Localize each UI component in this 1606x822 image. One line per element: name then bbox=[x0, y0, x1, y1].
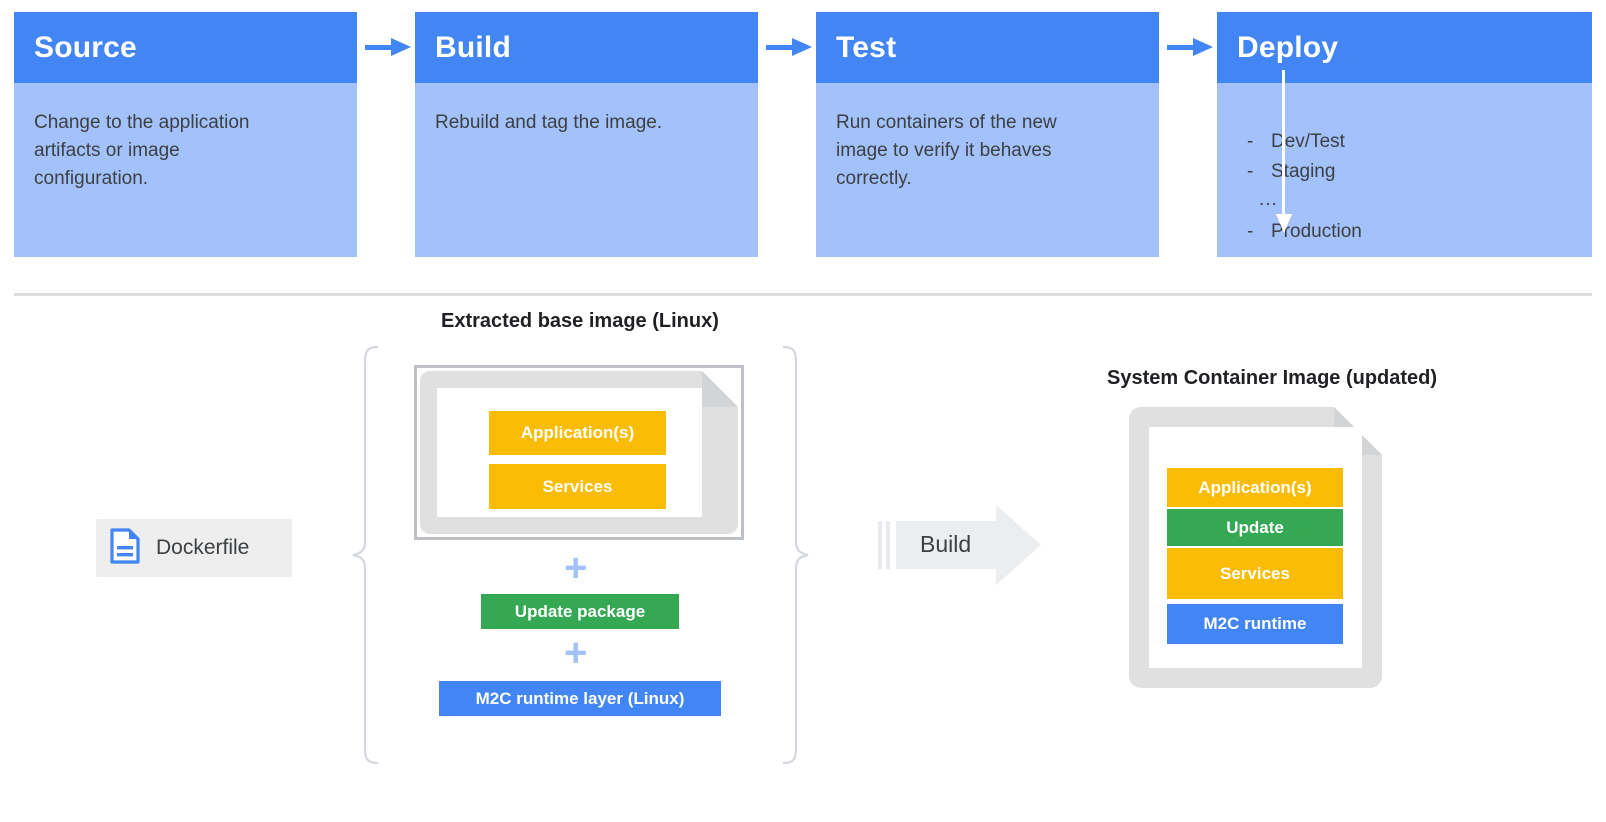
result-layer-m2c-runtime: M2C runtime bbox=[1167, 604, 1343, 644]
list-item-label: Staging bbox=[1271, 161, 1336, 182]
base-image-caption: Extracted base image (Linux) bbox=[441, 310, 719, 332]
arrow-right-icon bbox=[1167, 38, 1213, 57]
stage-title-build: Build bbox=[415, 12, 758, 83]
list-item: - Staging bbox=[1217, 157, 1592, 187]
stage-title-test: Test bbox=[816, 12, 1159, 83]
result-layer-update: Update bbox=[1167, 509, 1343, 546]
build-action-arrow: Build bbox=[878, 505, 1041, 585]
plus-symbol: + bbox=[564, 631, 588, 675]
pipeline-stage-build: Build Rebuild and tag the image. bbox=[415, 12, 758, 257]
dockerfile-chip: Dockerfile bbox=[96, 519, 292, 577]
layer-m2c-runtime: M2C runtime layer (Linux) bbox=[439, 681, 721, 716]
pipeline-stage-test: Test Run containers of the new image to … bbox=[816, 12, 1159, 257]
stage-title-source: Source bbox=[14, 12, 357, 83]
stage-body-line: configuration. bbox=[34, 168, 149, 189]
pipeline-stage-source: Source Change to the application artifac… bbox=[14, 12, 357, 257]
arrow-down-icon bbox=[1276, 70, 1292, 233]
stage-title-deploy: Deploy bbox=[1217, 12, 1592, 83]
list-marker: ... bbox=[1259, 189, 1278, 210]
stage-body-line: image to verify it behaves bbox=[836, 140, 1052, 161]
stage-body-line: correctly. bbox=[836, 168, 912, 189]
list-marker: - bbox=[1247, 161, 1254, 182]
grouping-brace-left bbox=[352, 345, 378, 765]
build-arrow-label: Build bbox=[920, 531, 972, 557]
stage-body-deploy: - Dev/Test - Staging ... - Production bbox=[1217, 70, 1592, 257]
arrow-right-icon bbox=[365, 38, 411, 57]
grouping-brace-right bbox=[783, 345, 809, 765]
result-layer-application: Application(s) bbox=[1167, 468, 1343, 507]
stage-body-line: artifacts or image bbox=[34, 140, 180, 161]
stage-body-line: Run containers of the new bbox=[836, 112, 1057, 133]
stage-body-line: Change to the application bbox=[34, 112, 250, 133]
list-item: - Production bbox=[1217, 217, 1592, 247]
plus-symbol: + bbox=[564, 546, 588, 590]
block-arrow-right-icon bbox=[878, 505, 1041, 585]
dockerfile-label: Dockerfile bbox=[156, 536, 250, 559]
container-image-caption: System Container Image (updated) bbox=[1107, 367, 1438, 389]
section-divider bbox=[14, 293, 1592, 296]
arrow-right-icon bbox=[766, 38, 812, 57]
stage-body-build: Rebuild and tag the image. bbox=[415, 83, 758, 257]
list-marker: - bbox=[1247, 221, 1254, 242]
list-item: - Dev/Test bbox=[1217, 127, 1592, 157]
stage-body-line: Rebuild and tag the image. bbox=[435, 112, 663, 133]
layer-update-package: Update package bbox=[481, 594, 679, 629]
document-icon bbox=[110, 527, 140, 569]
pipeline-stage-deploy: Deploy - Dev/Test - Staging ... bbox=[1217, 12, 1592, 257]
list-item-ellipsis: ... bbox=[1217, 187, 1592, 213]
result-layer-services: Services bbox=[1167, 548, 1343, 599]
list-marker: - bbox=[1247, 131, 1254, 152]
layer-services: Services bbox=[489, 464, 666, 509]
list-item-label: Production bbox=[1271, 221, 1362, 242]
deploy-environment-list: - Dev/Test - Staging ... - Production bbox=[1217, 70, 1592, 247]
list-item-label: Dev/Test bbox=[1271, 131, 1345, 152]
stage-body-source: Change to the application artifacts or i… bbox=[14, 83, 357, 257]
layer-application: Application(s) bbox=[489, 411, 666, 455]
stage-body-test: Run containers of the new image to verif… bbox=[816, 83, 1159, 257]
